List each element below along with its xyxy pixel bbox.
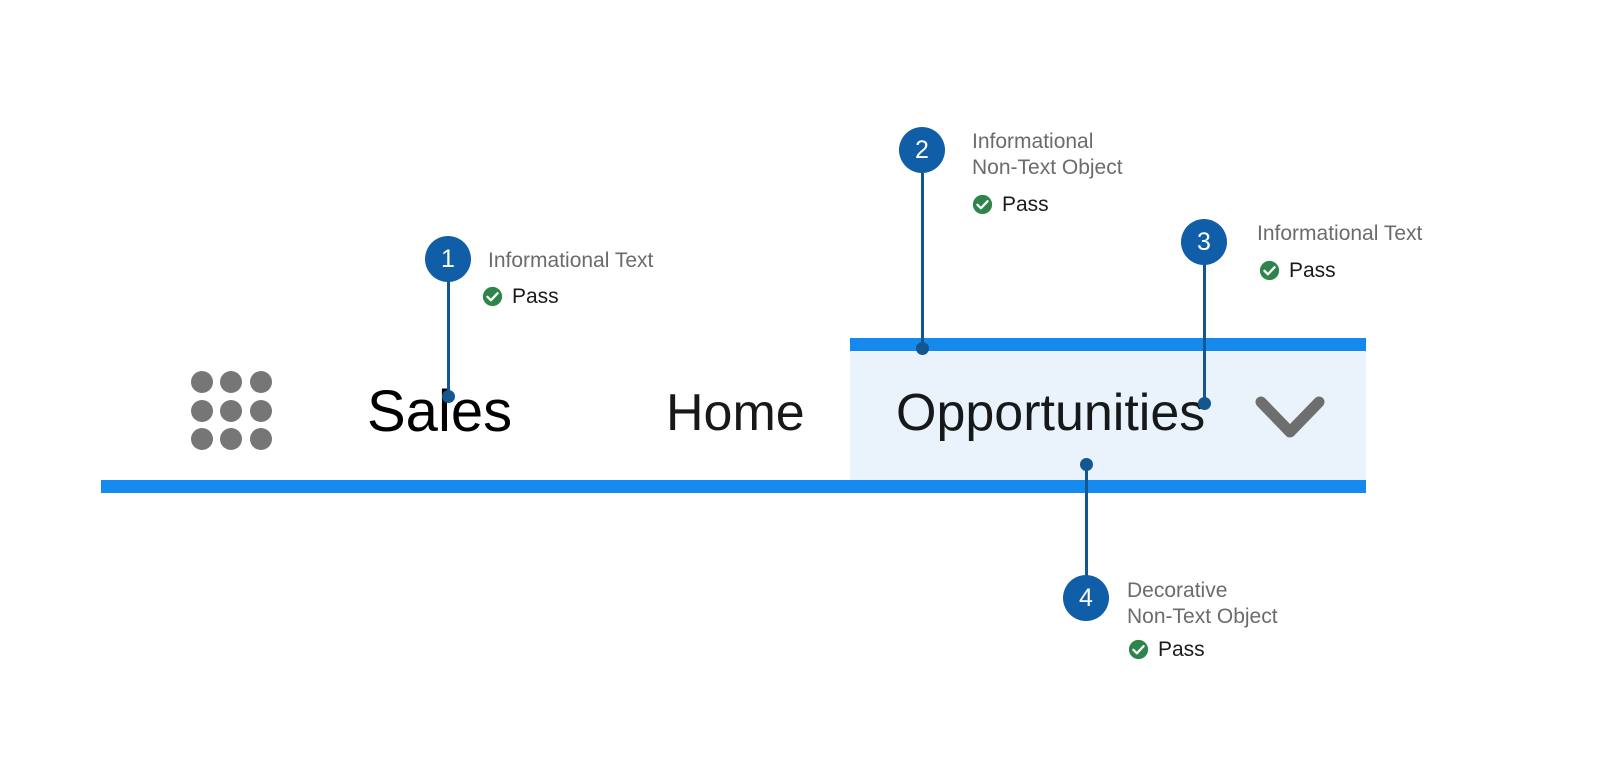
app-launcher-dot <box>220 428 243 451</box>
callout-1-result-label: Pass <box>512 285 559 308</box>
app-launcher-dot <box>191 399 213 422</box>
callout-3-leader-line <box>1203 264 1206 406</box>
nav-item-opportunities[interactable]: Opportunities <box>896 384 1206 442</box>
app-launcher-dot <box>191 428 213 451</box>
callout-4-result: Pass <box>1128 639 1205 660</box>
callout-4-result-label: Pass <box>1158 638 1205 661</box>
callout-2-result: Pass <box>972 194 1049 215</box>
app-launcher-dot <box>191 371 213 393</box>
callout-1-badge[interactable]: 1 <box>425 236 471 282</box>
check-circle-icon <box>1259 260 1280 281</box>
app-launcher-dot <box>249 399 272 422</box>
app-launcher-dot <box>220 399 243 422</box>
callout-1-result: Pass <box>482 286 559 307</box>
callout-4-badge[interactable]: 4 <box>1063 575 1109 621</box>
callout-3-result-label: Pass <box>1289 259 1336 282</box>
callout-3-leader-dot <box>1198 397 1211 410</box>
check-circle-icon <box>482 286 503 307</box>
active-tab-background <box>850 338 1366 480</box>
callout-3-badge[interactable]: 3 <box>1181 219 1227 265</box>
nav-item-home[interactable]: Home <box>666 384 805 442</box>
callout-3-result: Pass <box>1259 260 1336 281</box>
check-circle-icon <box>1128 639 1149 660</box>
callout-4-label: Decorative Non-Text Object <box>1127 579 1278 628</box>
callout-2-leader-dot <box>916 342 929 355</box>
callout-2-leader-line <box>921 172 924 350</box>
callout-4-leader-dot <box>1080 458 1093 471</box>
app-launcher-grid-icon[interactable] <box>191 371 273 451</box>
callout-1-leader-line <box>447 280 450 398</box>
callout-2-result-label: Pass <box>1002 193 1049 216</box>
callout-4-leader-line <box>1085 464 1088 582</box>
callout-2-label: Informational Non-Text Object <box>972 130 1123 179</box>
app-launcher-dot <box>249 428 272 451</box>
app-launcher-dot <box>249 371 272 393</box>
callout-1-leader-dot <box>442 390 455 403</box>
callout-2-badge[interactable]: 2 <box>899 127 945 173</box>
callout-1-label: Informational Text <box>488 249 654 272</box>
app-launcher-dot <box>220 371 243 393</box>
active-tab-top-accent-bar <box>850 338 1366 351</box>
app-name-label: Sales <box>367 379 513 444</box>
navigation-bottom-accent-bar <box>101 480 1366 493</box>
chevron-down-icon[interactable] <box>1255 392 1325 442</box>
callout-3-label: Informational Text <box>1257 222 1423 245</box>
check-circle-icon <box>972 194 993 215</box>
